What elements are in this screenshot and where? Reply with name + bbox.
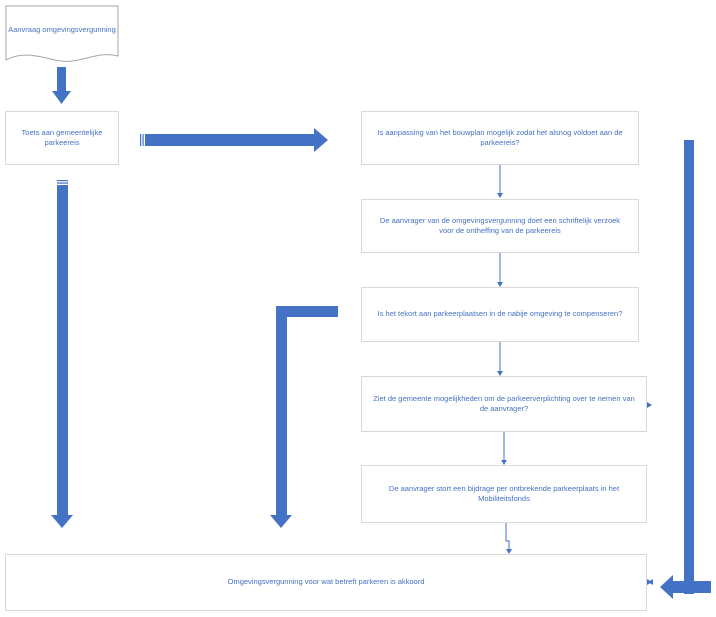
arrow-check-to-adjust-plan: [140, 128, 328, 152]
node-contribution-label: De aanvrager stort een bijdrage per ontb…: [388, 483, 620, 504]
node-written-request-label: De aanvrager van de omgevingsvergunning …: [379, 215, 621, 236]
thin-connectors: [497, 165, 653, 585]
arrow-start-to-check: [52, 67, 71, 104]
node-adjust-plan-label: Is aanpassing van het bouwplan mogelijk …: [377, 127, 623, 148]
arrow-adjust-plan-to-end: [660, 140, 711, 599]
node-check-parking-requirement: Toets aan gemeentelijke parkeereis: [5, 111, 119, 165]
arrow-compensate-to-end: [270, 306, 338, 528]
node-end-approved: Omgevingsvergunning voor wat betreft par…: [5, 554, 647, 611]
node-adjust-plan-question: Is aanpassing van het bouwplan mogelijk …: [361, 111, 639, 165]
arrow-check-to-end: [51, 180, 73, 528]
node-end-label: Omgevingsvergunning voor wat betreft par…: [227, 577, 425, 587]
node-start: Aanvraag omgevingsvergunning: [8, 25, 116, 34]
node-contribution: De aanvrager stort een bijdrage per ontb…: [361, 465, 647, 523]
node-written-request: De aanvrager van de omgevingsvergunning …: [361, 199, 639, 253]
node-compensate-label: Is het tekort aan parkeerplaatsen in de …: [377, 309, 623, 319]
node-municipality-question: Ziet de gemeente mogelijkheden om de par…: [361, 376, 647, 432]
node-compensate-question: Is het tekort aan parkeerplaatsen in de …: [361, 287, 639, 342]
start-document-shape: [5, 5, 119, 62]
node-municipality-label: Ziet de gemeente mogelijkheden om de par…: [373, 393, 635, 414]
node-check-label: Toets aan gemeentelijke parkeereis: [21, 127, 103, 148]
